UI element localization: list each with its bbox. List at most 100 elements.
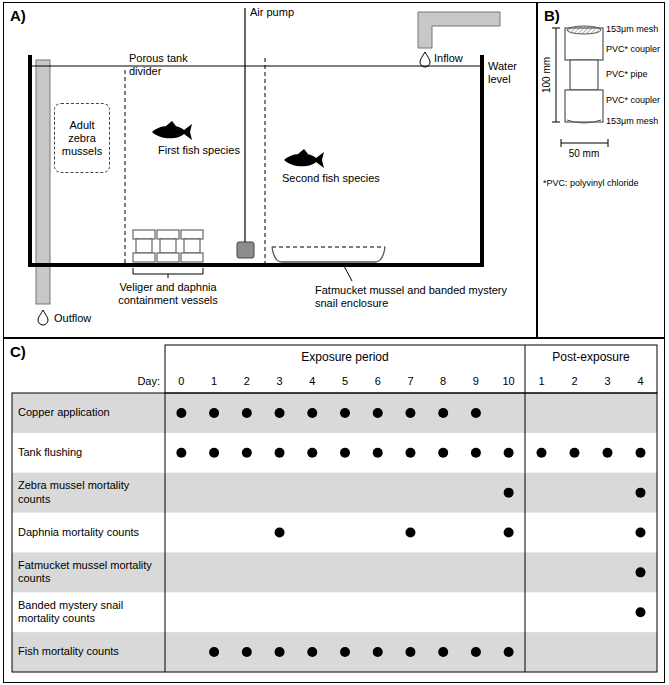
schedule-dot [438,448,448,458]
tank-wall [30,55,482,265]
part-label: Veliger and daphnia containment vessels [103,281,233,307]
part-label: *PVC: polyvinyl chloride [543,178,661,189]
part-label: 153μm mesh [606,116,664,127]
box-label: Adult zebra mussels [55,119,109,158]
part-label: First fish species [158,144,258,157]
row-shading [12,393,657,672]
schedule-dot [373,647,383,657]
table-header: Exposure period [165,350,525,364]
part-label: 50 mm [559,148,609,160]
dashed-box: Adult zebra mussels [54,103,110,173]
vessel-drawing [552,26,608,147]
table-grid [12,345,657,672]
day-number: 3 [263,375,296,388]
containment-vessels [133,230,203,262]
tank-divider [265,58,266,263]
schedule-dot [307,448,317,458]
schedule-dot [340,448,350,458]
schedule-dot [405,408,415,418]
air-stone [237,242,254,258]
day-number: 0 [165,375,198,388]
part-label: Porous tank divider [129,52,209,78]
part-label: Air pump [250,6,310,19]
day-number: 5 [329,375,362,388]
schedule-dot [636,528,646,538]
schedule-dot [373,408,383,418]
panel-label: C) [10,343,26,360]
schedule-dot [438,408,448,418]
row-name: Banded mystery snail mortality counts [18,599,160,625]
part-label: 153μm mesh [606,24,664,35]
day-number: 4 [624,375,657,388]
schedule-dot [636,448,646,458]
day-number: 3 [591,375,624,388]
day-number: 2 [230,375,263,388]
panel-label: A) [10,7,26,24]
inflow-pipe [418,12,500,48]
outflow-pipe [36,60,50,304]
part-label: PVC* pipe [606,69,664,80]
schedule-dot [537,448,547,458]
part-label: Outflow [54,312,114,325]
schedule-dot [340,647,350,657]
schedule-dot [636,567,646,577]
enclosure-rim [272,246,385,247]
schedule-dot [275,448,285,458]
schedule-dot [176,448,186,458]
schedule-dot [307,408,317,418]
part-label: 100 mm [541,50,553,100]
row-shade [12,473,657,513]
part-label: PVC* coupler [606,44,664,55]
schedule-dot [471,647,481,657]
schedule-dot [242,408,252,418]
part-label: Inflow [434,52,479,65]
day-number: 8 [427,375,460,388]
day-number: 1 [525,375,558,388]
tank-divider [125,70,126,263]
air-line [244,8,245,242]
leader-line [344,266,352,281]
day-number: 4 [296,375,329,388]
schedule-dot [504,528,514,538]
schedule-dot [373,448,383,458]
schedule-dot [405,528,415,538]
part-label: PVC* coupler [606,95,664,106]
figure-panel: C) [3,338,665,683]
schedule-dot [209,408,219,418]
schedule-dot [504,448,514,458]
schedule-dot [242,647,252,657]
schedule-dots [176,408,645,657]
row-shade [12,393,657,433]
day-number: 6 [361,375,394,388]
panel-label: B) [544,7,560,24]
table-header: Day: [100,375,160,388]
part-label: Water level [488,60,532,86]
schedule-dot [242,448,252,458]
schedule-dot [307,647,317,657]
row-name: Zebra mussel mortality counts [18,479,160,505]
row-shade [12,632,657,672]
row-name: Daphnia mortality counts [18,526,160,539]
day-number: 7 [394,375,427,388]
row-shade [12,552,657,592]
row-name: Tank flushing [18,446,160,459]
day-number: 10 [492,375,525,388]
inflow-drop [420,52,430,67]
table-header: Post-exposure [525,350,657,364]
row-name: Fatmucket mussel mortality counts [18,559,160,585]
schedule-dot [603,448,613,458]
schedule-dot [209,647,219,657]
part-label: Fatmucket mussel and banded mystery snai… [315,284,520,310]
schedule-dot [405,448,415,458]
day-number: 1 [198,375,231,388]
outflow-drop [38,310,48,325]
fish-icon [284,149,324,168]
bracket [133,268,203,278]
schedule-dot [471,448,481,458]
schedule-dot [275,408,285,418]
row-name: Fish mortality counts [18,645,160,658]
schedule-dot [340,408,350,418]
schedule-dot [636,607,646,617]
schedule-dot [570,448,580,458]
water-line [30,66,482,67]
